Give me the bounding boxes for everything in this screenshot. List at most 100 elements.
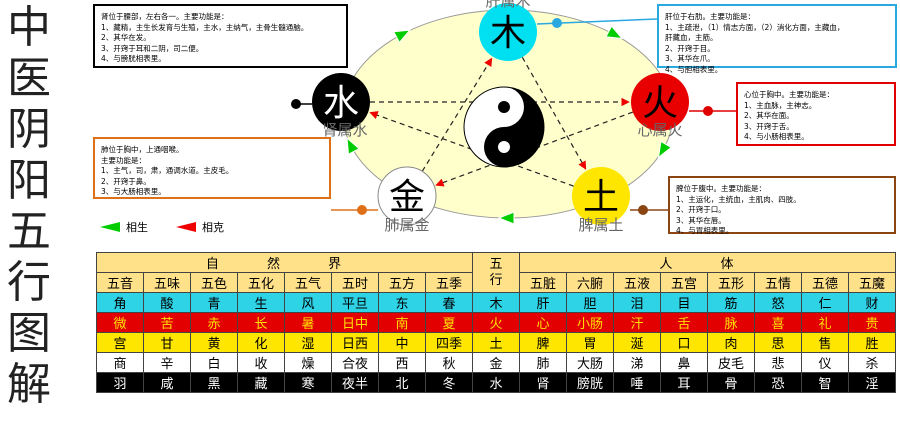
- table-cell: 生: [237, 292, 285, 313]
- note-line: 1、主气，司，肃，通调水道。主皮毛。: [101, 166, 234, 175]
- table-cell: 商: [96, 352, 144, 373]
- column-header: 五味: [143, 272, 191, 293]
- table-cell: 平旦: [331, 292, 379, 313]
- earth-label: 脾属土: [578, 216, 623, 234]
- table-cell: 售: [801, 332, 849, 353]
- table-cell: 大肠: [566, 352, 614, 373]
- note-line: 脾位于腹中。主要功能是：: [676, 184, 766, 193]
- legend-ke-label: 相克: [202, 221, 224, 234]
- sheng-arrow: [605, 25, 624, 40]
- earth-char: 土: [583, 177, 619, 218]
- column-header: 五色: [190, 272, 238, 293]
- table-cell: 咸: [143, 372, 191, 393]
- table-cell: 辛: [143, 352, 191, 373]
- table-cell: 悲: [754, 352, 802, 373]
- column-header: 五液: [613, 272, 661, 293]
- table-cell: 风: [284, 292, 332, 313]
- table-cell: 青: [190, 292, 238, 313]
- table-cell: 白: [190, 352, 238, 373]
- sheng-arrow: [393, 29, 412, 44]
- table-cell: 思: [754, 332, 802, 353]
- note-line: 3、其华在唇。: [676, 215, 726, 225]
- table-cell: 舌: [660, 312, 708, 333]
- table-cell: 夜半: [331, 372, 379, 393]
- table-cell: 化: [237, 332, 285, 353]
- note-line: 2、开窍于目。: [665, 43, 715, 53]
- column-header: 五音: [96, 272, 144, 293]
- note-line: 4、与胆相表里。: [665, 64, 723, 74]
- table-cell: 酸: [143, 292, 191, 313]
- earth-circle: [572, 167, 630, 225]
- table-cell: 筋: [707, 292, 755, 313]
- connector-heart: [689, 106, 736, 116]
- note-line: 2、开窍于鼻。: [101, 176, 151, 186]
- column-header: 五气: [284, 272, 332, 293]
- note-line: 肝位于右肋。主要功能是：: [665, 12, 755, 21]
- table-cell: 肉: [707, 332, 755, 353]
- table-cell: 北: [378, 372, 426, 393]
- table-cell: 皮毛: [707, 352, 755, 373]
- connector-liver: [536, 18, 658, 28]
- note-line: 4、与小肠相表里。: [744, 132, 809, 141]
- fire-circle: [631, 73, 689, 131]
- table-cell: 黄: [190, 332, 238, 353]
- table-cell: 秋: [425, 352, 473, 373]
- note-line: 4、与膀胱相表里。: [101, 54, 166, 63]
- table-cell: 涕: [613, 352, 661, 373]
- metal-circle: [377, 166, 437, 226]
- group-wuxing: 五行: [472, 252, 520, 293]
- table-cell: 日西: [331, 332, 379, 353]
- note-line: 肾位于腰部，左右各一。主要功能是：: [101, 12, 229, 21]
- table-cell: 燥: [284, 352, 332, 373]
- column-header: 五情: [754, 272, 802, 293]
- table-cell: 日中: [331, 312, 379, 333]
- table-cell: 寒: [284, 372, 332, 393]
- ke-arrow: [521, 56, 587, 170]
- table-cell: 肺: [519, 352, 567, 373]
- table-cell: 财: [848, 292, 896, 313]
- sheng-arrow: [497, 211, 515, 225]
- table-cell: 暑: [284, 312, 332, 333]
- table-cell: 角: [96, 292, 144, 313]
- title-char: 医: [7, 53, 51, 104]
- table-cell: 中: [378, 332, 426, 353]
- table-cell: 唾: [613, 372, 661, 393]
- table-cell: 甘: [143, 332, 191, 353]
- table-cell: 四季: [425, 332, 473, 353]
- green-arrow-icon: [100, 222, 120, 232]
- table-cell: 口: [660, 332, 708, 353]
- table-cell: 夏: [425, 312, 473, 333]
- note-line: 肺位于胸中，上通咽喉。: [101, 145, 184, 154]
- table-cell: 藏: [237, 372, 285, 393]
- note-line: 3、开窍于耳和二阴，司二便。: [101, 43, 204, 53]
- title-char: 图: [7, 308, 51, 359]
- note-line: 肝藏血，主筋。: [665, 33, 718, 42]
- table-cell: 泪: [613, 292, 661, 313]
- sheng-arrow: [657, 140, 673, 159]
- fire-label: 心属火: [637, 121, 682, 139]
- column-header: 五魔: [848, 272, 896, 293]
- ke-arrow: [421, 57, 493, 172]
- table-cell: 鼻: [660, 352, 708, 373]
- metal-char: 金: [389, 177, 425, 218]
- column-header: 五宫: [660, 272, 708, 293]
- table-cell: 脉: [707, 312, 755, 333]
- table-cell: 膀胱: [566, 372, 614, 393]
- group-nature: 自 然 界: [96, 252, 473, 273]
- table-cell: 胜: [848, 332, 896, 353]
- group-body: 人 体: [519, 252, 896, 273]
- connector-lung: [331, 205, 378, 215]
- legend-sheng: 相生: [100, 219, 148, 235]
- table-cell: 南: [378, 312, 426, 333]
- table-cell: 东: [378, 292, 426, 313]
- table-column-header: 五音五味五色五化五气五时五方五季五脏六腑五液五宫五形五情五德五魔: [96, 272, 896, 293]
- note-line: 2、其华在面。: [744, 111, 794, 120]
- table-cell: 合夜: [331, 352, 379, 373]
- table-cell: 西: [378, 352, 426, 373]
- table-cell: 骨: [707, 372, 755, 393]
- note-line: 2、其华在发。: [101, 33, 151, 42]
- table-cell: 肝: [519, 292, 567, 313]
- correspondence-table: 自 然 界五行人 体五音五味五色五化五气五时五方五季五脏六腑五液五宫五形五情五德…: [96, 252, 896, 393]
